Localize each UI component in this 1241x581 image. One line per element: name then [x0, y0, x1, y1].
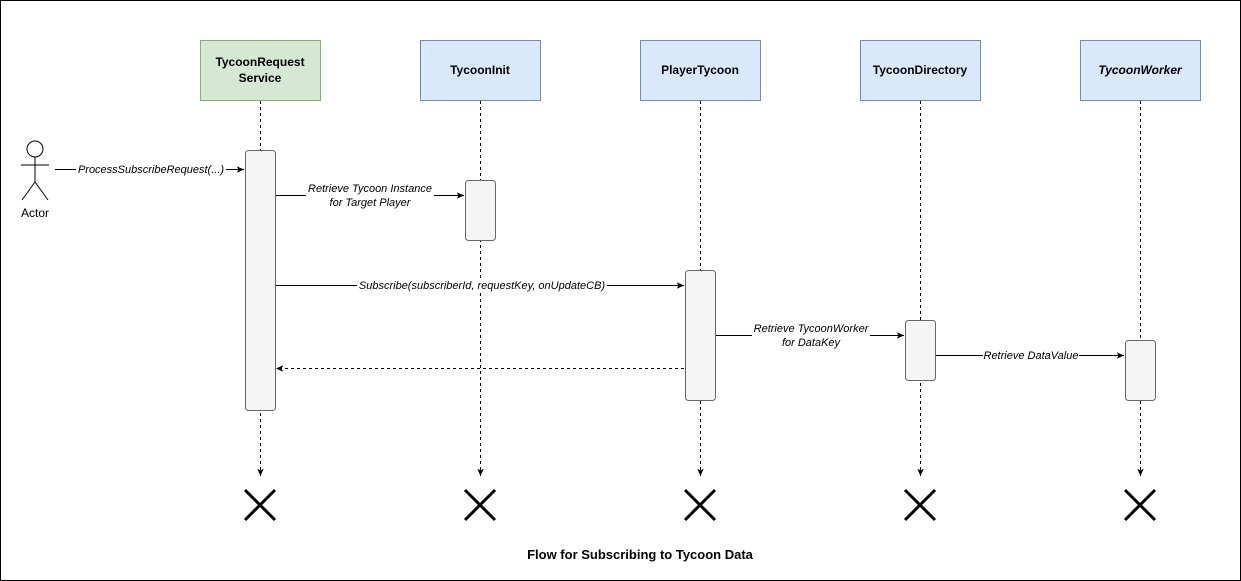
participant-box [420, 40, 541, 101]
actor-head-icon [26, 140, 44, 158]
message-label-line2: for DataKey [782, 337, 842, 349]
participant-tycoon-request-service: TycoonRequest Service [200, 40, 321, 101]
activation-bar-tycoon-init [465, 180, 496, 241]
activation-bar-player-tycoon [685, 270, 716, 401]
message-label: Retrieve Tycoon Instance [308, 183, 432, 195]
diagram-caption: Flow for Subscribing to Tycoon Data [527, 547, 754, 562]
message-label: ProcessSubscribeRequest(...) [78, 164, 224, 176]
destroy-x-icon [463, 488, 497, 522]
participant-box [640, 40, 761, 101]
participant-label: TycoonInit [450, 63, 510, 77]
destroy-x-icon [903, 488, 937, 522]
actor-label: Actor [21, 206, 49, 220]
participant-label-line2: Service [239, 71, 282, 85]
participant-box [1080, 40, 1201, 101]
message-subscribe: Subscribe(subscriberId, requestKey, onUp… [276, 278, 684, 292]
participant-label: PlayerTycoon [661, 63, 739, 77]
message-retrieve-tycoon-worker: Retrieve TycoonWorker for DataKey [716, 322, 904, 350]
actor: Actor [21, 140, 49, 220]
message-retrieve-data-value: Retrieve DataValue [936, 348, 1124, 362]
participant-tycoon-directory: TycoonDirectory [860, 40, 981, 101]
participant-tycoon-worker: TycoonWorker [1080, 40, 1201, 101]
activation-bar-tycoon-directory [905, 320, 936, 381]
participant-tycoon-init: TycoonInit [420, 40, 541, 101]
participant-label: TycoonRequest [215, 55, 304, 69]
participant-label: TycoonDirectory [873, 63, 968, 77]
participant-box [200, 40, 321, 101]
message-label-line2: for Target Player [330, 197, 412, 209]
message-process-subscribe-request: ProcessSubscribeRequest(...) [55, 162, 244, 176]
destroy-x-icon [683, 488, 717, 522]
activation-bar-tycoon-worker [1125, 340, 1156, 401]
activation-bar-tycoon-request-service [245, 150, 276, 411]
message-label: Subscribe(subscriberId, requestKey, onUp… [359, 280, 606, 292]
participant-player-tycoon: PlayerTycoon [640, 40, 761, 101]
destroy-x-icon [243, 488, 277, 522]
message-label: Retrieve TycoonWorker [754, 323, 870, 335]
participant-box [860, 40, 981, 101]
destroy-x-icon [1123, 488, 1157, 522]
message-retrieve-tycoon-instance: Retrieve Tycoon Instance for Target Play… [276, 182, 464, 210]
participant-label: TycoonWorker [1098, 63, 1183, 77]
message-label: Retrieve DataValue [984, 350, 1079, 362]
